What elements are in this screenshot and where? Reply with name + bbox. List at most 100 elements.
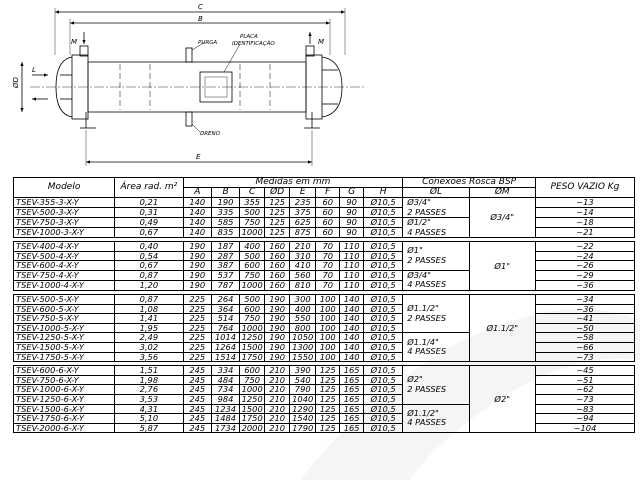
cell-area: 5,87 <box>114 422 184 434</box>
cell-od: 190 <box>264 293 291 305</box>
cell-c: 750 <box>239 217 266 229</box>
cell-a: 225 <box>182 293 212 305</box>
cell-h: Ø10,5 <box>363 260 404 271</box>
cell-a: 225 <box>182 313 212 324</box>
cell-c: 600 <box>239 260 266 271</box>
cell-modelo: TSEV-1500-5-X-Y <box>12 341 116 353</box>
cell-modelo: TSEV-1000-4-X-Y <box>12 279 116 291</box>
cell-od: 160 <box>264 241 291 252</box>
cell-b: 585 <box>210 217 241 229</box>
callout-placa: PLACA <box>240 34 258 40</box>
cell-f: 125 <box>315 365 341 376</box>
cell-od: 125 <box>264 207 291 219</box>
cell-peso: ~29 <box>534 269 636 281</box>
cell-b: 187 <box>210 241 241 252</box>
cell-c: 1250 <box>239 393 266 405</box>
cell-h: Ø10,5 <box>363 422 404 434</box>
cell-peso: ~66 <box>534 341 636 353</box>
cell-a: 140 <box>182 217 212 229</box>
cell-c: 1000 <box>239 322 266 334</box>
cell-c: 750 <box>239 374 266 386</box>
cell-e: 1540 <box>289 413 317 424</box>
cell-modelo: TSEV-355-3-X-Y <box>12 196 116 209</box>
cell-area: 0,67 <box>114 227 184 239</box>
cell-h: Ø10,5 <box>363 303 404 315</box>
cell-f: 100 <box>315 322 341 334</box>
header-col-om: ØM <box>468 187 536 198</box>
cell-a: 225 <box>182 322 212 334</box>
cell-h: Ø10,5 <box>363 217 404 229</box>
cell-b: 264 <box>210 293 241 305</box>
cell-peso: ~51 <box>534 374 636 386</box>
cell-peso: ~26 <box>534 260 636 271</box>
cell-f: 70 <box>315 279 341 291</box>
cell-a: 245 <box>182 393 212 405</box>
cell-area: 3,56 <box>114 351 184 363</box>
cell-b: 287 <box>210 250 241 262</box>
cell-c: 750 <box>239 269 266 281</box>
cell-area: 1,51 <box>114 365 184 376</box>
cell-od: 190 <box>264 313 291 324</box>
group-spacer <box>13 289 635 295</box>
cell-modelo: TSEV-1000-3-X-Y <box>12 227 116 239</box>
cell-peso: ~36 <box>534 303 636 315</box>
cell-peso: ~21 <box>534 227 636 239</box>
cell-od: 210 <box>264 403 291 415</box>
cell-area: 1,95 <box>114 322 184 334</box>
cell-modelo: TSEV-500-3-X-Y <box>12 207 116 219</box>
callout-dreno: DRENO <box>200 131 221 137</box>
cell-h: Ø10,5 <box>363 341 404 353</box>
cell-f: 125 <box>315 413 341 424</box>
cell-peso: ~58 <box>534 332 636 343</box>
cell-od: 160 <box>264 260 291 271</box>
cell-od: 210 <box>264 413 291 424</box>
cell-peso: ~34 <box>534 293 636 305</box>
cell-c: 500 <box>239 293 266 305</box>
cell-od: 190 <box>264 322 291 334</box>
cell-g: 140 <box>339 313 365 324</box>
cell-g: 165 <box>339 393 365 405</box>
cell-e: 550 <box>289 313 317 324</box>
header-conexoes: Conexões Rosca BSP <box>402 177 536 188</box>
cell-g: 140 <box>339 351 365 363</box>
cell-b: 1734 <box>210 422 241 434</box>
cell-modelo: TSEV-750-5-X-Y <box>12 313 116 324</box>
heat-exchanger-drawing: C B E ØD L M M PURGA PLACA IDENTIFICAÇÃO… <box>12 3 365 166</box>
cell-od: 210 <box>264 374 291 386</box>
cell-modelo: TSEV-2000-6-X-Y <box>12 422 116 434</box>
cell-peso: ~73 <box>534 393 636 405</box>
cell-connection-l: Ø3/4"4 PASSES <box>402 269 470 291</box>
cell-h: Ø10,5 <box>363 269 404 281</box>
cell-modelo: TSEV-750-4-X-Y <box>12 269 116 281</box>
header-col-e: E <box>289 187 317 198</box>
cell-area: 0,31 <box>114 207 184 219</box>
cell-area: 4,31 <box>114 403 184 415</box>
header-col-c: C <box>239 187 266 198</box>
cell-h: Ø10,5 <box>363 207 404 219</box>
cell-g: 140 <box>339 322 365 334</box>
cell-od: 125 <box>264 227 291 239</box>
cell-f: 60 <box>315 207 341 219</box>
cell-b: 335 <box>210 207 241 219</box>
cell-c: 750 <box>239 313 266 324</box>
cell-e: 790 <box>289 384 317 395</box>
cell-area: 1,08 <box>114 303 184 315</box>
cell-g: 165 <box>339 413 365 424</box>
cell-e: 540 <box>289 374 317 386</box>
specification-table: Modelo Área rad. m² Medidas em mm Conexõ… <box>12 177 636 434</box>
cell-a: 245 <box>182 365 212 376</box>
cell-g: 165 <box>339 365 365 376</box>
cell-area: 5,10 <box>114 413 184 424</box>
cell-e: 210 <box>289 241 317 252</box>
group-spacer <box>13 237 635 243</box>
cell-area: 0,87 <box>114 269 184 281</box>
cell-e: 1290 <box>289 403 317 415</box>
cell-g: 90 <box>339 217 365 229</box>
cell-a: 190 <box>182 279 212 291</box>
